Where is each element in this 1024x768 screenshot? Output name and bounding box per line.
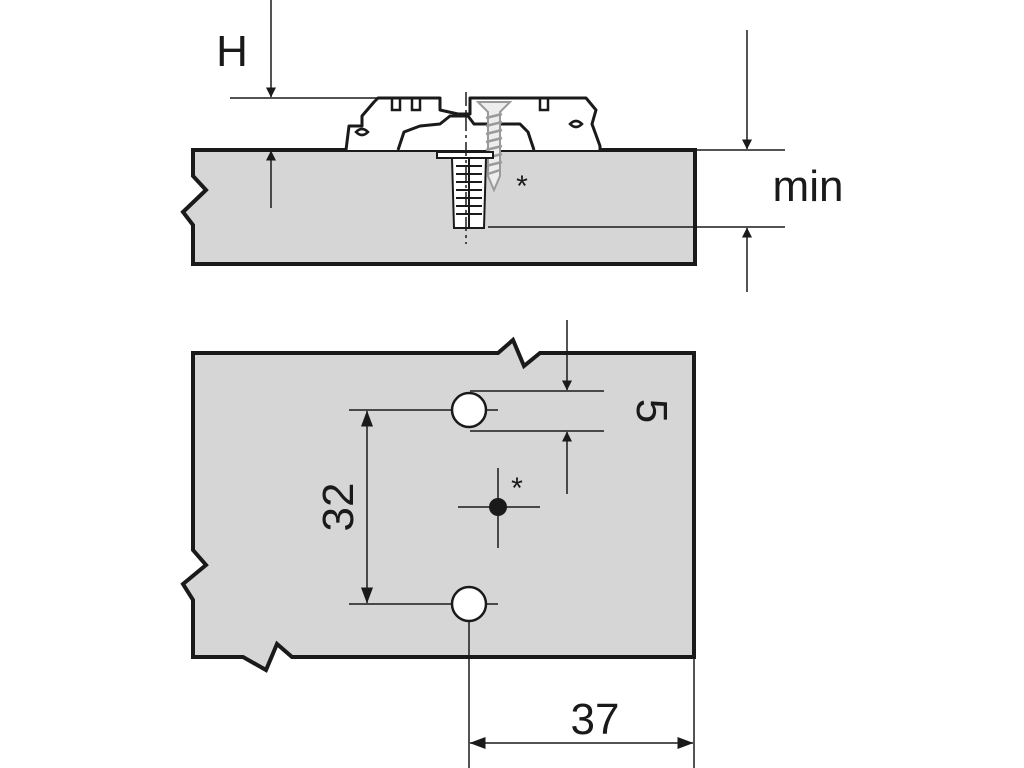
setback-label: 37 bbox=[571, 695, 620, 744]
plate-slot-right bbox=[568, 119, 584, 129]
top-note-marker: * bbox=[511, 472, 523, 505]
plate-notch-3 bbox=[538, 98, 550, 112]
height-label: H bbox=[216, 27, 248, 76]
hole-upper bbox=[450, 391, 488, 429]
side-view: H min * bbox=[180, 0, 844, 292]
plate-notch-2 bbox=[410, 98, 422, 112]
hole-lower bbox=[450, 585, 488, 623]
plate-notch-1 bbox=[390, 98, 402, 112]
top-panel bbox=[180, 336, 696, 673]
min-label: min bbox=[773, 162, 844, 211]
side-panel bbox=[180, 148, 697, 266]
plate-slot-left bbox=[354, 127, 370, 137]
mounting-plate-inner bbox=[396, 114, 536, 151]
side-note-marker: * bbox=[516, 170, 528, 203]
dowel-icon bbox=[436, 151, 494, 229]
edge-offset-label: 5 bbox=[627, 399, 676, 423]
center-screw-point bbox=[489, 498, 507, 516]
top-view: 5 32 * 37 bbox=[180, 320, 696, 768]
hole-spacing-label: 32 bbox=[314, 483, 363, 532]
